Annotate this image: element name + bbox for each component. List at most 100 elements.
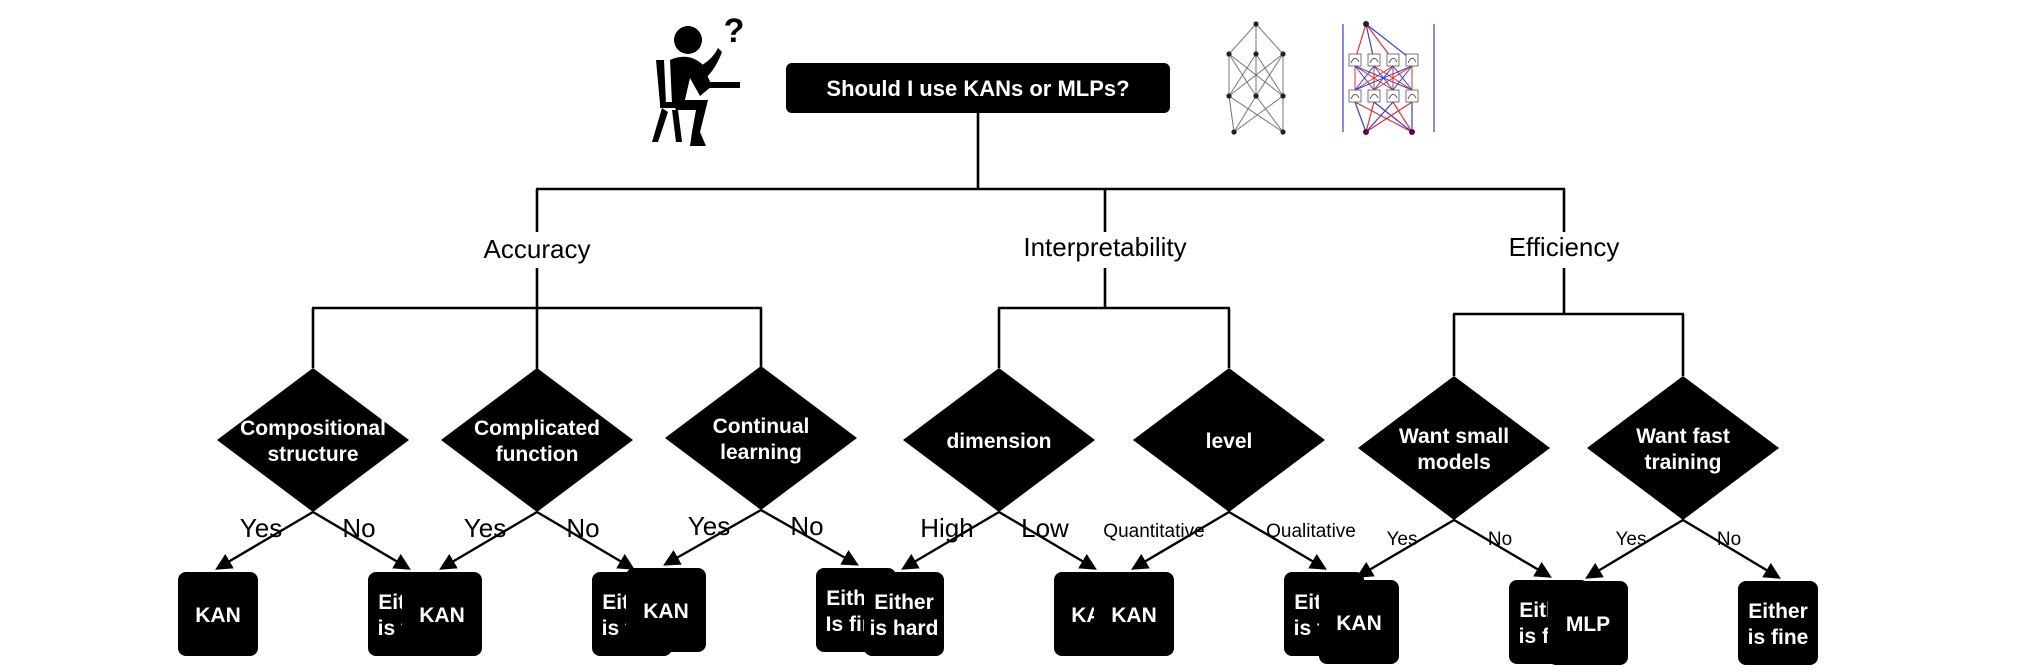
decision-label: Continual (713, 415, 810, 438)
kan-edge (1354, 101, 1367, 133)
kan-function-box (1386, 53, 1400, 67)
decision-label: learning (720, 441, 802, 464)
kan-function-box (1367, 53, 1381, 67)
kan-node (1363, 129, 1369, 135)
kan-activation-curve (1407, 93, 1417, 100)
branch-label: No (566, 513, 599, 543)
branch-label: High (920, 513, 973, 543)
kan-activation-curve (1369, 57, 1379, 64)
branch-label: Yes (240, 513, 282, 543)
outcome-box (178, 572, 258, 656)
outcome-label: KAN (643, 600, 689, 623)
mlp-edge (1233, 95, 1257, 133)
decision-diamond (1358, 376, 1550, 520)
outcome-box (864, 572, 944, 656)
mlp-edge (1255, 23, 1284, 55)
outcome-label: Either (874, 591, 934, 614)
branch-label: No (342, 513, 375, 543)
mlp-node (1226, 93, 1232, 99)
decision-label: models (1417, 451, 1491, 474)
outcome-node: KAN (626, 568, 706, 652)
kan-node (1409, 129, 1415, 135)
mlp-node (1253, 21, 1259, 27)
outcome-node: KAN (402, 572, 482, 656)
mlp-edge (1228, 23, 1257, 55)
kan-function-box (1405, 53, 1419, 67)
mlp-edge (1228, 95, 1235, 133)
outcome-label: is hard (870, 617, 939, 640)
outcome-label: KAN (1336, 612, 1382, 635)
mlp-edge (1255, 95, 1284, 133)
decision-label: Want small (1399, 425, 1509, 448)
mlp-edge (1228, 95, 1284, 133)
kan-edge (1365, 23, 1413, 61)
outcome-box (1738, 581, 1818, 665)
kan-edge (1392, 101, 1413, 133)
kan-edge (1354, 65, 1413, 91)
tree-connectors (311, 113, 1685, 376)
branch-arrow (312, 510, 411, 570)
decision-label: Complicated (474, 417, 600, 440)
branch-arrow (998, 510, 1097, 570)
outcome-node: Either is fine (1738, 581, 1818, 665)
mlp-node (1253, 93, 1259, 99)
kan-edge (1373, 101, 1413, 133)
outcome-box (626, 568, 706, 652)
decision-label: Want fast (1636, 425, 1730, 448)
branch-arrow (1682, 518, 1781, 579)
outcome-node: Either is hard (864, 572, 944, 656)
branch-label: Yes (1387, 529, 1418, 550)
category-label-interpretability: Interpretability (1023, 232, 1186, 262)
kan-activation-curve (1350, 57, 1360, 64)
kan-edge (1365, 101, 1375, 133)
branch-label: Low (1021, 513, 1069, 543)
kan-function-box (1348, 53, 1362, 67)
mlp-edge (1228, 53, 1284, 97)
decision-label: dimension (946, 430, 1051, 453)
outcome-label: KAN (195, 604, 241, 627)
kan-node (1363, 21, 1369, 27)
decision-diamond (441, 368, 633, 512)
root-question-label: Should I use KANs or MLPs? (826, 76, 1129, 101)
kan-edge (1354, 65, 1394, 91)
outcome-box (1548, 581, 1628, 665)
mlp-edge (1255, 53, 1284, 97)
mlp-edge (1233, 95, 1284, 133)
outcome-label: KAN (1111, 604, 1157, 627)
thinking-person-icon (652, 26, 740, 146)
outcome-node: KAN (178, 572, 258, 656)
decision-label: level (1206, 430, 1253, 453)
kan-edge (1373, 65, 1413, 91)
branch-arrow (1453, 518, 1552, 578)
outcome-label: is fine (1748, 626, 1809, 649)
decision-diamond (1133, 368, 1325, 512)
branch-label: Yes (688, 511, 730, 541)
kan-edge (1354, 65, 1375, 91)
question-mark-icon: ? (724, 12, 745, 50)
decision-diamond (217, 368, 409, 512)
branch-arrow (663, 508, 762, 566)
mlp-node (1280, 93, 1286, 99)
branch-label: Yes (1616, 529, 1647, 550)
kan-edge (1392, 65, 1413, 91)
branch-arrow (536, 510, 635, 570)
branch-arrow (760, 508, 859, 566)
kan-activation-curve (1388, 93, 1398, 100)
mlp-node (1231, 129, 1237, 135)
category-label-efficiency: Efficiency (1509, 232, 1620, 262)
kan-network-icon (1342, 21, 1435, 135)
branch-label: Quantitative (1103, 521, 1204, 542)
branch-arrow (1356, 518, 1455, 578)
mlp-node (1253, 51, 1259, 57)
decision-nodes: CompositionalstructureYesKANNoEitheris f… (178, 366, 1818, 665)
outcome-label: Either (1748, 600, 1808, 623)
branch-label: No (1717, 529, 1741, 550)
kan-function-box (1405, 89, 1419, 103)
root-question-node: Should I use KANs or MLPs? (786, 63, 1170, 113)
branch-arrow (1131, 510, 1230, 570)
branch-arrow (439, 510, 538, 570)
outcome-node: MLP (1548, 581, 1628, 665)
outcome-node: KAN (1319, 580, 1399, 664)
